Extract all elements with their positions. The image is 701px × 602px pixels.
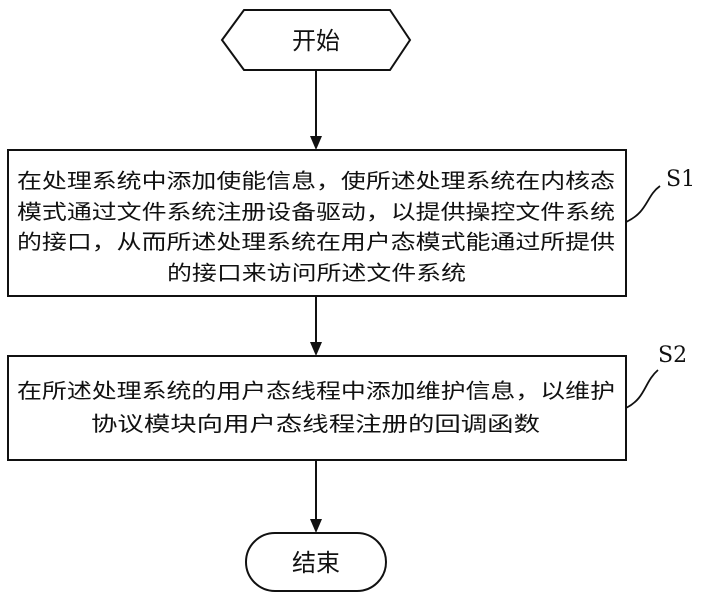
- arrow-step2-to-end: [310, 460, 322, 533]
- step2-callout-line: [626, 370, 658, 408]
- arrow-step1-to-step2: [310, 296, 322, 356]
- step1-node: 在处理系统中添加使能信息，使所述处理系统在内核态 模式通过文件系统注册设备驱动，…: [8, 150, 626, 296]
- step1-line-3: 的接口，从而所述处理系统在用户态模式能通过所提供: [17, 230, 615, 254]
- start-node: 开始: [222, 10, 410, 70]
- start-label: 开始: [292, 27, 340, 55]
- step1-line-1: 在处理系统中添加使能信息，使所述处理系统在内核态: [17, 169, 615, 193]
- step2-node: 在所述处理系统的用户态线程中添加维护信息，以维护 协议模块向用户态线程注册的回调…: [8, 356, 626, 460]
- end-label: 结束: [292, 549, 340, 577]
- step2-box: [8, 356, 626, 460]
- step2-id: S2: [658, 343, 687, 368]
- end-node: 结束: [246, 533, 386, 591]
- step2-callout: S2: [626, 343, 687, 408]
- step2-line-2: 协议模块向用户态线程注册的回调函数: [91, 412, 540, 436]
- step2-line-1: 在所述处理系统的用户态线程中添加维护信息，以维护: [17, 379, 615, 403]
- step1-line-2: 模式通过文件系统注册设备驱动，以提供操控文件系统: [17, 200, 615, 224]
- step1-id: S1: [666, 167, 695, 192]
- step1-line-4: 的接口来访问所述文件系统: [167, 261, 466, 285]
- step1-callout-line: [626, 186, 660, 222]
- step1-callout: S1: [626, 167, 695, 222]
- arrow-start-to-step1: [310, 70, 322, 150]
